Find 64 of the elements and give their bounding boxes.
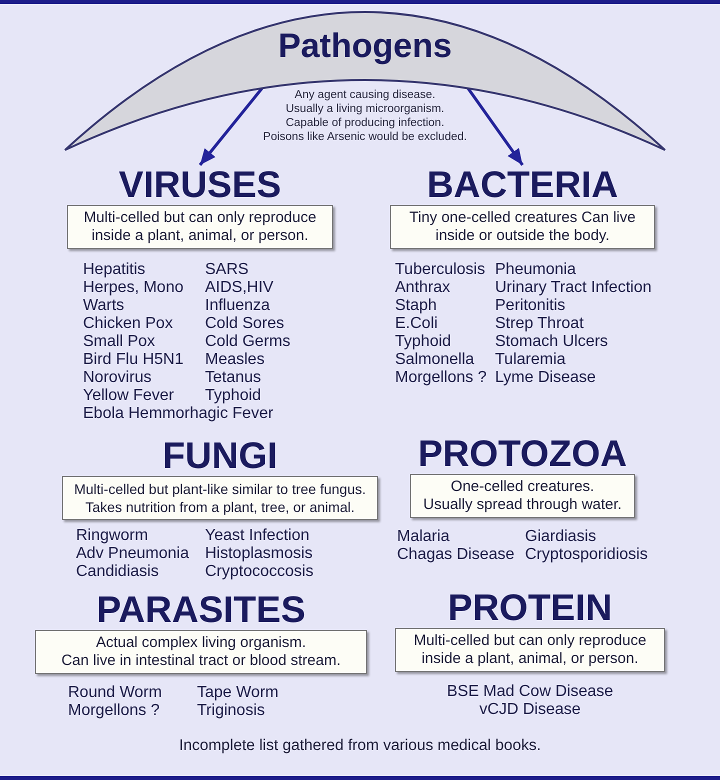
disease-name: Pheumonia (495, 261, 576, 279)
disease-name: Anthrax (395, 279, 450, 297)
disease-name: Tuberculosis (395, 261, 486, 279)
disease-name: Chicken Pox (83, 315, 173, 333)
disease-name: Typhoid (395, 333, 452, 351)
disease-name: Warts (83, 297, 124, 315)
description-box: Multi-celled but can only reproduce inside a plant, animal, or person. (395, 628, 665, 672)
disease-name: Bird Flu H5N1 (83, 351, 184, 369)
description-box: Multi-celled but can only reproduce inside a plant, animal, or person. (67, 205, 333, 249)
category-heading: VIRUSES (118, 165, 282, 205)
disease-name: Salmonella (395, 351, 474, 369)
category-heading: BACTERIA (426, 165, 618, 205)
disease-name: Cold Sores (205, 315, 284, 333)
disease-name: Measles (205, 351, 265, 369)
disease-name: Cryptosporidiosis (525, 546, 648, 564)
disease-name: Yellow Fever (83, 387, 174, 405)
arrow (198, 87, 264, 166)
disease-name: Ringworm (76, 527, 148, 545)
disease-name: Malaria (397, 528, 450, 546)
disease-name: E.Coli (395, 315, 438, 333)
description-box: Multi-celled but plant-like similar to tree fungus. Takes nutrition from a plant, tree, or animal. (62, 476, 378, 520)
disease-name: Morgellons ? (68, 702, 160, 720)
disease-name: Tularemia (495, 351, 566, 369)
category-heading: PARASITES (96, 590, 306, 630)
description-box: One-celled creatures. Usually spread through water. (410, 474, 635, 518)
disease-name: Triginosis (197, 702, 265, 720)
disease-name: Histoplasmosis (205, 545, 313, 563)
disease-name: Morgellons ? (395, 369, 487, 387)
category-heading: PROTEIN (448, 588, 612, 628)
disease-name: Hepatitis (83, 261, 146, 279)
disease-name: AIDS,HIV (205, 279, 274, 297)
node-title: Pathogens (278, 26, 452, 66)
footnote: Incomplete list gathered from various medical books. (179, 737, 541, 755)
disease-name: Norovirus (83, 369, 152, 387)
description-box: Tiny one-celled creatures Can live inside or outside the body. (390, 205, 655, 249)
disease-name: BSE Mad Cow Disease (446, 683, 614, 701)
category-heading: FUNGI (162, 436, 278, 476)
disease-name: vCJD Disease (479, 701, 581, 719)
disease-name: Stomach Ulcers (495, 333, 608, 351)
disease-name: Giardiasis (525, 528, 596, 546)
disease-name: Peritonitis (495, 297, 566, 315)
disease-name: Herpes, Mono (83, 279, 184, 297)
disease-name: Chagas Disease (397, 546, 514, 564)
description-text: Any agent causing disease. Usually a living microorganism. Capable of producing infection. Poisons like Arsenic would be excluded. (263, 88, 467, 144)
disease-name: Staph (395, 297, 437, 315)
disease-name: Round Worm (68, 684, 162, 702)
arrow (466, 87, 524, 166)
disease-name: Candidiasis (76, 563, 159, 581)
category-heading: PROTOZOA (418, 434, 627, 474)
disease-name: Lyme Disease (495, 369, 596, 387)
disease-name: Tape Worm (197, 684, 279, 702)
disease-name: Small Pox (83, 333, 156, 351)
disease-name: Strep Throat (495, 315, 584, 333)
disease-name: Cold Germs (205, 333, 290, 351)
disease-name: Yeast Infection (205, 527, 310, 545)
disease-name: SARS (205, 261, 249, 279)
disease-name: Tetanus (205, 369, 262, 387)
description-box: Actual complex living organism. Can live in intestinal tract or blood stream. (35, 630, 367, 674)
disease-name: Cryptococcosis (205, 563, 314, 581)
disease-name: Urinary Tract Infection (495, 279, 652, 297)
disease-name: Typhoid (205, 387, 262, 405)
disease-name: Adv Pneumonia (76, 545, 189, 563)
disease-name: Influenza (205, 297, 270, 315)
disease-name: Ebola Hemmorhagic Fever (83, 405, 274, 423)
